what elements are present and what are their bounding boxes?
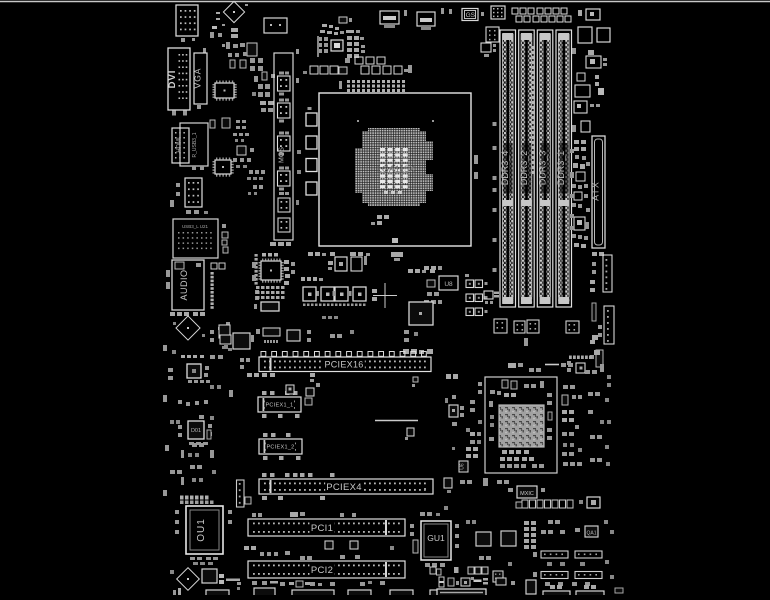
svg-text:MOS: MOS xyxy=(279,147,286,163)
svg-text:R_USB3_1: R_USB3_1 xyxy=(192,132,198,157)
svg-text:GS: GS xyxy=(466,12,476,19)
svg-text:DDR3_4: DDR3_4 xyxy=(500,151,510,186)
svg-text:DVI: DVI xyxy=(167,70,178,89)
svg-text:PCIEX1_2: PCIEX1_2 xyxy=(266,444,294,450)
svg-text:USB3_L U21: USB3_L U21 xyxy=(182,224,209,229)
svg-text:DDR3_1: DDR3_1 xyxy=(556,151,566,186)
svg-text:PCIEX16: PCIEX16 xyxy=(324,359,363,369)
svg-text:QA1: QA1 xyxy=(586,531,596,537)
svg-text:U6: U6 xyxy=(460,463,466,470)
svg-text:ATX: ATX xyxy=(591,181,601,201)
svg-text:DDR3_2: DDR3_2 xyxy=(519,151,529,186)
svg-text:AUDIO: AUDIO xyxy=(179,269,189,300)
svg-text:U8: U8 xyxy=(444,281,453,288)
svg-text:DDR3_3: DDR3_3 xyxy=(538,151,548,186)
svg-text:PCI1: PCI1 xyxy=(311,523,333,534)
svg-text:HDMI: HDMI xyxy=(177,137,183,153)
svg-text:MXIC: MXIC xyxy=(520,491,534,497)
svg-text:D01: D01 xyxy=(191,428,201,434)
svg-text:LGA115X: LGA115X xyxy=(377,164,415,174)
svg-text:PCIEX1_1: PCIEX1_1 xyxy=(265,402,293,408)
svg-text:GU1: GU1 xyxy=(427,533,445,543)
svg-text:VGA: VGA xyxy=(193,68,203,89)
svg-text:PCIEX4: PCIEX4 xyxy=(326,482,362,493)
svg-text:OU1: OU1 xyxy=(196,518,207,542)
svg-text:PCI2: PCI2 xyxy=(311,565,333,576)
